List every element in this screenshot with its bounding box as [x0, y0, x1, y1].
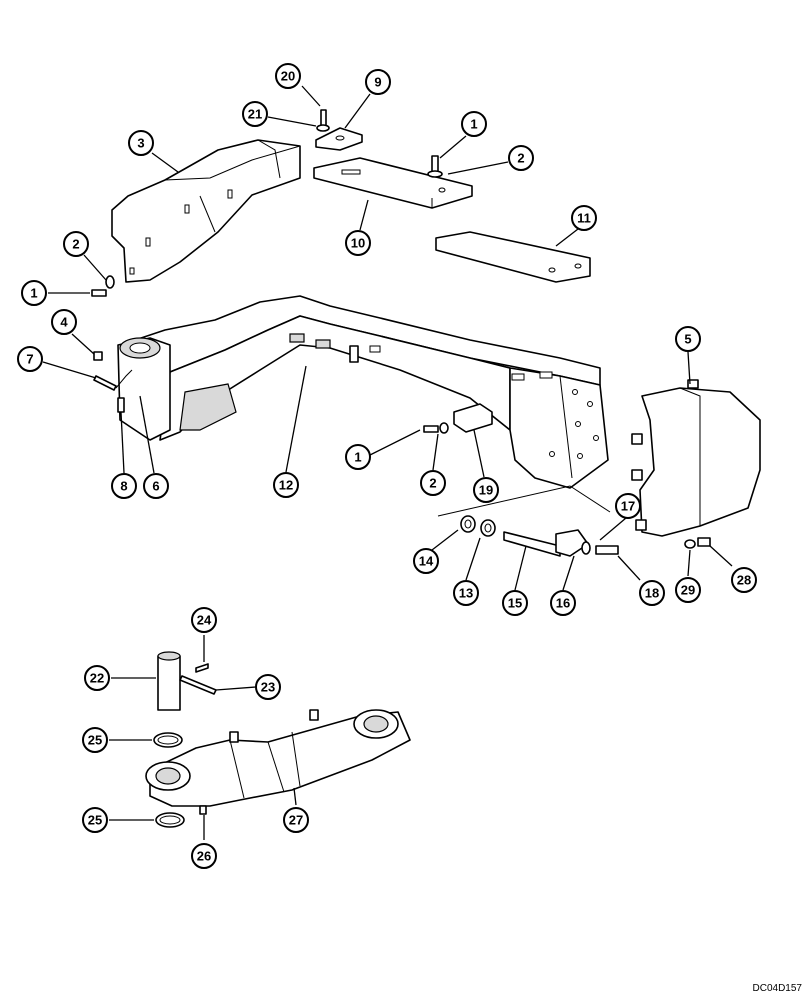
svg-text:24: 24	[197, 613, 212, 628]
callout-13: 13	[453, 580, 479, 606]
part-10-plate	[313, 157, 473, 209]
svg-text:4: 4	[60, 315, 68, 330]
part-22-pin	[157, 651, 181, 711]
svg-text:5: 5	[684, 332, 691, 347]
svg-text:12: 12	[279, 478, 293, 493]
part-25-ring-upper	[153, 732, 183, 748]
callout-8: 8	[111, 473, 137, 499]
part-13-18-pin-assembly	[437, 485, 619, 557]
part-23-bolt	[179, 675, 217, 695]
svg-text:3: 3	[137, 136, 144, 151]
leader-lines	[42, 85, 733, 840]
svg-text:26: 26	[197, 849, 211, 864]
part-8-pin	[117, 397, 125, 413]
svg-text:21: 21	[248, 107, 262, 122]
callout-26: 26	[191, 843, 217, 869]
svg-text:14: 14	[419, 554, 434, 569]
svg-text:1: 1	[30, 286, 37, 301]
part-27-cylinder	[145, 709, 411, 815]
svg-text:2: 2	[429, 476, 436, 491]
svg-text:11: 11	[577, 211, 591, 226]
drawing-code: DC04D157	[752, 983, 802, 994]
svg-text:17: 17	[621, 499, 635, 514]
svg-text:25: 25	[88, 813, 102, 828]
callout-10: 10	[345, 230, 371, 256]
callout-1-left: 1	[21, 280, 47, 306]
part-5-cover	[631, 379, 761, 537]
callout-5: 5	[675, 326, 701, 352]
callout-4: 4	[51, 309, 77, 335]
callout-19: 19	[473, 477, 499, 503]
part-3-cover	[111, 139, 301, 283]
callout-2-upper: 2	[508, 145, 534, 171]
callout-25-upper: 25	[82, 727, 108, 753]
part-29-28-washer-screw	[684, 537, 711, 549]
callout-12: 12	[273, 472, 299, 498]
callout-2-mid: 2	[420, 470, 446, 496]
svg-text:1: 1	[470, 117, 477, 132]
callout-2-left: 2	[63, 231, 89, 257]
part-1-2-screw-mid	[423, 422, 449, 434]
svg-text:16: 16	[556, 596, 570, 611]
callout-22: 22	[84, 665, 110, 691]
svg-text:2: 2	[72, 237, 79, 252]
svg-text:2: 2	[517, 151, 524, 166]
part-9-plate	[315, 127, 363, 151]
callout-27: 27	[283, 807, 309, 833]
svg-text:9: 9	[374, 75, 381, 90]
part-4-bolt	[93, 351, 103, 361]
callout-6: 6	[143, 473, 169, 499]
part-12-frame	[117, 295, 609, 489]
svg-text:25: 25	[88, 733, 102, 748]
svg-text:29: 29	[681, 583, 695, 598]
svg-text:7: 7	[26, 352, 33, 367]
svg-text:10: 10	[351, 236, 365, 251]
callout-16: 16	[550, 590, 576, 616]
callout-9: 9	[365, 69, 391, 95]
part-1-2-screw-left	[91, 275, 115, 297]
svg-text:13: 13	[459, 586, 473, 601]
svg-text:23: 23	[261, 680, 275, 695]
svg-text:18: 18	[645, 586, 659, 601]
svg-text:22: 22	[90, 671, 104, 686]
svg-text:1: 1	[354, 450, 361, 465]
callout-15: 15	[502, 590, 528, 616]
callout-1-upper: 1	[461, 111, 487, 137]
svg-text:27: 27	[289, 813, 303, 828]
svg-text:6: 6	[152, 479, 159, 494]
callout-28: 28	[731, 567, 757, 593]
callout-24: 24	[191, 607, 217, 633]
callout-14: 14	[413, 548, 439, 574]
callout-25-lower: 25	[82, 807, 108, 833]
callout-11: 11	[571, 205, 597, 231]
part-24-screw	[195, 663, 209, 673]
callout-18: 18	[639, 580, 665, 606]
part-7-lever	[93, 369, 133, 391]
callout-3: 3	[128, 130, 154, 156]
svg-text:19: 19	[479, 483, 493, 498]
svg-text:8: 8	[120, 479, 127, 494]
svg-text:15: 15	[508, 596, 522, 611]
callout-17: 17	[615, 493, 641, 519]
callout-7: 7	[17, 346, 43, 372]
callout-23: 23	[255, 674, 281, 700]
callout-1-mid: 1	[345, 444, 371, 470]
callout-20: 20	[275, 63, 301, 89]
svg-text:28: 28	[737, 573, 751, 588]
part-1-2-screw-top	[427, 155, 443, 178]
part-20-21-screw-washer	[316, 109, 330, 132]
svg-text:20: 20	[281, 69, 295, 84]
callout-29: 29	[675, 577, 701, 603]
part-19-bracket	[453, 403, 493, 433]
callout-21: 21	[242, 101, 268, 127]
part-11-plate	[435, 231, 591, 283]
part-25-ring-lower	[155, 812, 185, 828]
